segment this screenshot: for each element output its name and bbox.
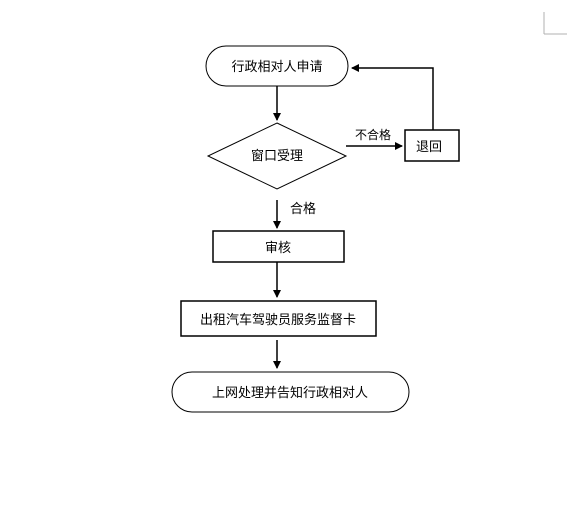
start-node: 行政相对人申请 <box>205 45 349 87</box>
issue-box-label: 出租汽车驾驶员服务监督卡 <box>200 312 356 328</box>
page-corner-mark <box>543 12 567 35</box>
reject-box-label: 退回 <box>416 140 442 155</box>
review-box: 审核 <box>212 230 345 263</box>
decision-node: 窗口受理 <box>206 122 348 190</box>
end-node-label: 上网处理并告知行政相对人 <box>212 385 368 401</box>
reject-label: 不合格 <box>355 127 391 142</box>
issue-box: 出租汽车驾驶员服务监督卡 <box>180 300 377 337</box>
end-node: 上网处理并告知行政相对人 <box>171 371 410 413</box>
start-node-label: 行政相对人申请 <box>231 60 322 75</box>
review-box-label: 审核 <box>265 241 291 256</box>
decision-node-label: 窗口受理 <box>251 148 303 164</box>
reject-box: 退回 <box>404 129 460 162</box>
pass-label: 合格 <box>290 201 316 217</box>
arrow-reject-return <box>351 64 434 130</box>
